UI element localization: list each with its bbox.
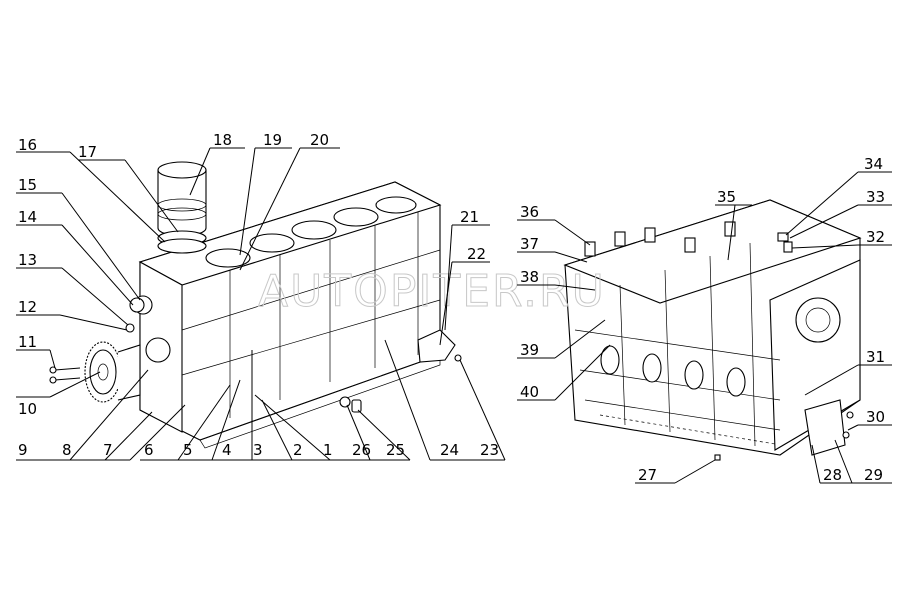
callout-18: 18: [213, 131, 232, 149]
callout-9: 9: [18, 441, 28, 459]
callout-11: 11: [18, 333, 37, 351]
callout-13: 13: [18, 251, 37, 269]
callout-12: 12: [18, 298, 37, 316]
leader-lines: [16, 147, 892, 484]
callout-14: 14: [18, 208, 37, 226]
callout-32: 32: [866, 228, 885, 246]
callout-33: 33: [866, 188, 885, 206]
watermark: AUTOPITER.RU: [258, 266, 606, 317]
callout-7: 7: [103, 441, 113, 459]
callout-27: 27: [638, 466, 657, 484]
idler-gear: [84, 341, 141, 403]
callout-21: 21: [460, 208, 479, 226]
callout-37: 37: [520, 235, 539, 253]
small-seals: [125, 297, 145, 333]
callout-30: 30: [866, 408, 885, 426]
callout-19: 19: [263, 131, 282, 149]
callout-34: 34: [864, 155, 883, 173]
callout-23: 23: [480, 441, 499, 459]
callout-20: 20: [310, 131, 329, 149]
idler-bolts: [49, 366, 81, 384]
callout-26: 26: [352, 441, 371, 459]
callout-35: 35: [717, 188, 736, 206]
callout-38: 38: [520, 268, 539, 286]
callout-2: 2: [293, 441, 303, 459]
callout-5: 5: [183, 441, 193, 459]
callout-8: 8: [62, 441, 72, 459]
callout-40: 40: [520, 383, 539, 401]
callout-29: 29: [864, 466, 883, 484]
callout-10: 10: [18, 400, 37, 418]
callout-22: 22: [467, 245, 486, 263]
left-cylinder-block: [133, 181, 442, 449]
sensor-parts: [777, 232, 793, 253]
plugs: [339, 396, 362, 413]
right-cylinder-block: [563, 199, 862, 456]
callout-15: 15: [18, 176, 37, 194]
callout-16: 16: [18, 136, 37, 154]
callout-17: 17: [78, 143, 97, 161]
callout-36: 36: [520, 203, 539, 221]
dowel-pin: [714, 454, 721, 461]
side-cover: [417, 329, 462, 363]
callout-39: 39: [520, 341, 539, 359]
callout-4: 4: [222, 441, 232, 459]
callout-6: 6: [144, 441, 154, 459]
callout-1: 1: [323, 441, 333, 459]
callout-24: 24: [440, 441, 459, 459]
callout-numbers: 1 2 3 4 5 6 7 8 9 10 11 12 13 14 15 16 1…: [18, 131, 885, 484]
callout-25: 25: [386, 441, 405, 459]
cylinder-liner: [157, 161, 207, 254]
callout-31: 31: [866, 348, 885, 366]
callout-3: 3: [253, 441, 263, 459]
callout-28: 28: [823, 466, 842, 484]
